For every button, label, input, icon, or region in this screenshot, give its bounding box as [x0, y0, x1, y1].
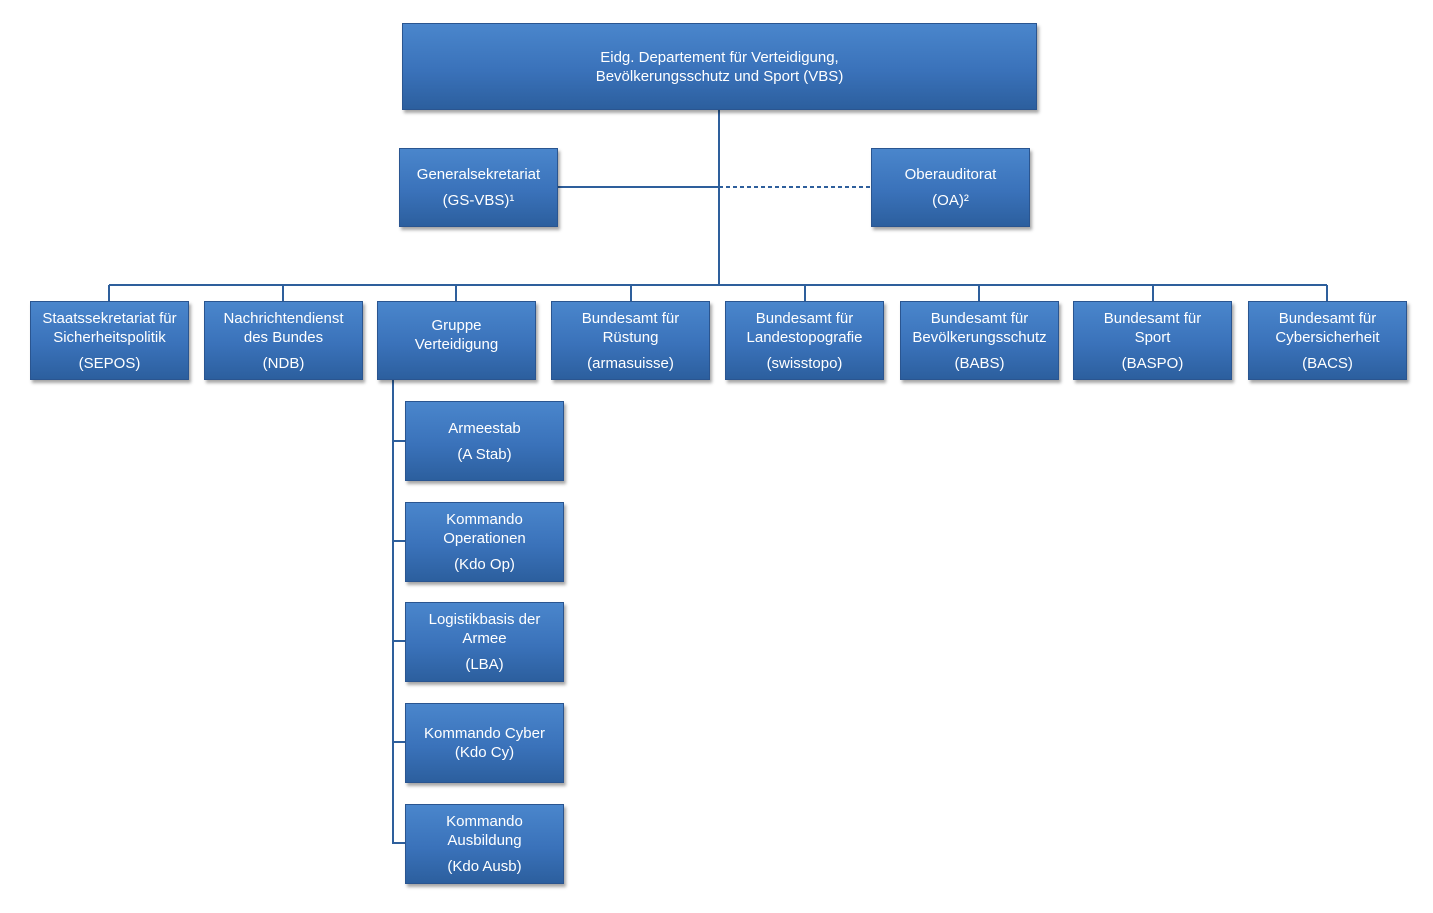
defence-box-kdo-ausb: Kommando Ausbildung (Kdo Ausb) — [405, 804, 564, 884]
box-abbr: (GS-VBS)¹ — [442, 192, 515, 209]
box-abbr: (NDB) — [262, 354, 305, 372]
box-abbr: (SEPOS) — [78, 354, 141, 372]
vbs-department-box: Eidg. Departement für Verteidigung, Bevö… — [402, 23, 1037, 110]
box-name: Bundesamt für Rüstung — [581, 309, 680, 346]
box-name: Kommando Operationen — [443, 511, 526, 547]
box-abbr: (BASPO) — [1121, 354, 1184, 372]
box-abbr: (armasuisse) — [587, 354, 674, 372]
box-name: Oberauditorat — [904, 166, 997, 183]
box-name: Gruppe Verteidigung — [414, 316, 499, 353]
box-name: Nachrichtendienst des Bundes — [223, 309, 344, 346]
box-name: Bundesamt für Bevölkerungsschutz — [912, 309, 1047, 346]
defence-box-kdo-cy: Kommando Cyber (Kdo Cy) — [405, 703, 564, 783]
unit-box-babs: Bundesamt für Bevölkerungsschutz (BABS) — [900, 301, 1059, 380]
box-abbr: (OA)² — [932, 192, 969, 209]
box-abbr: (LBA) — [465, 656, 504, 673]
general-secretariat-box: Generalsekretariat (GS-VBS)¹ — [399, 148, 558, 227]
box-abbr: (swisstopo) — [766, 354, 843, 372]
unit-box-bacs: Bundesamt für Cybersicherheit (BACS) — [1248, 301, 1407, 380]
box-name: Bundesamt für Cybersicherheit — [1275, 309, 1380, 346]
unit-box-ndb: Nachrichtendienst des Bundes (NDB) — [204, 301, 363, 380]
box-abbr: (BABS) — [954, 354, 1005, 372]
unit-box-sepos: Staatssekretariat für Sicherheitspolitik… — [30, 301, 189, 380]
unit-box-gruppe-verteidigung: Gruppe Verteidigung — [377, 301, 536, 380]
oberauditorat-box: Oberauditorat (OA)² — [871, 148, 1030, 227]
defence-box-kdo-op: Kommando Operationen (Kdo Op) — [405, 502, 564, 582]
box-name: Kommando Ausbildung — [446, 813, 523, 849]
vbs-department-line1: Eidg. Departement für Verteidigung, — [600, 48, 839, 66]
box-name: Bundesamt für Landestopografie — [746, 309, 863, 346]
defence-box-armeestab: Armeestab (A Stab) — [405, 401, 564, 481]
unit-box-swisstopo: Bundesamt für Landestopografie (swisstop… — [725, 301, 884, 380]
box-name: Kommando Cyber (Kdo Cy) — [424, 725, 545, 761]
unit-box-baspo: Bundesamt für Sport (BASPO) — [1073, 301, 1232, 380]
unit-box-armasuisse: Bundesamt für Rüstung (armasuisse) — [551, 301, 710, 380]
box-abbr: (Kdo Op) — [454, 556, 515, 573]
box-abbr: (A Stab) — [457, 445, 512, 463]
box-name: Generalsekretariat — [416, 166, 541, 183]
defence-box-lba: Logistikbasis der Armee (LBA) — [405, 602, 564, 682]
box-name: Bundesamt für Sport — [1103, 309, 1202, 346]
box-name: Armeestab — [448, 419, 521, 437]
box-abbr: (Kdo Ausb) — [447, 858, 522, 875]
box-name: Logistikbasis der Armee — [428, 611, 541, 647]
box-name: Staatssekretariat für Sicherheitspolitik — [42, 309, 177, 346]
box-abbr: (BACS) — [1302, 354, 1353, 372]
vbs-department-line2: Bevölkerungsschutz und Sport (VBS) — [595, 67, 844, 85]
